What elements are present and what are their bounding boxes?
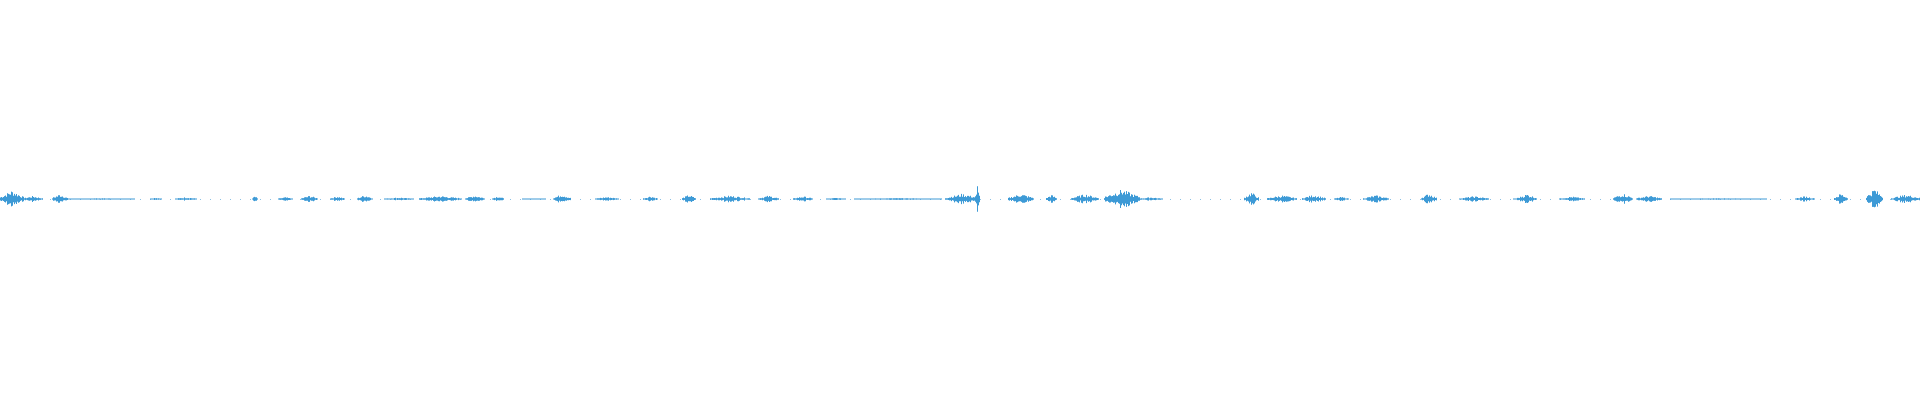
waveform-burst-path <box>1559 196 1585 202</box>
waveform-burst-path <box>1517 195 1537 203</box>
waveform-burst-path <box>1071 194 1099 204</box>
waveform-burst-path <box>1636 196 1662 202</box>
waveform-burst-path <box>854 198 942 200</box>
waveform-burst <box>330 197 345 201</box>
waveform-burst <box>1267 195 1297 203</box>
waveform-burst-path <box>710 195 750 203</box>
waveform-burst-path <box>492 197 504 201</box>
waveform-burst-path <box>1459 196 1489 202</box>
waveform-burst <box>1363 195 1389 203</box>
waveform-burst-path <box>52 195 68 203</box>
waveform-burst <box>826 198 846 200</box>
waveform-burst <box>682 195 696 203</box>
waveform-burst <box>1636 196 1662 202</box>
waveform-burst-path <box>553 195 571 203</box>
waveform-burst <box>150 198 162 200</box>
waveform-burst-path <box>357 196 373 202</box>
waveform-burst-path <box>150 198 162 200</box>
waveform-burst <box>1670 198 1767 200</box>
waveform-burst-path <box>23 196 43 202</box>
waveform-burst-path <box>0 191 24 207</box>
waveform-burst-path <box>301 196 318 202</box>
waveform-burst <box>492 197 504 201</box>
waveform-burst-path <box>1670 198 1767 200</box>
waveform-burst-path <box>826 198 846 200</box>
waveform-burst-path <box>175 197 197 201</box>
waveform-burst-path <box>595 197 619 201</box>
waveform-burst-path <box>384 197 414 201</box>
waveform-burst <box>357 196 373 202</box>
waveform-burst <box>419 196 462 202</box>
waveform-burst-path <box>975 186 980 212</box>
waveform-burst <box>1334 197 1349 201</box>
waveform-burst <box>1139 197 1163 201</box>
waveform-burst-path <box>1046 195 1057 203</box>
waveform-layer <box>0 186 1920 212</box>
waveform-burst <box>1834 194 1848 204</box>
waveform-burst-path <box>1421 194 1437 204</box>
waveform-burst-path <box>1363 195 1389 203</box>
waveform-burst <box>1517 195 1537 203</box>
waveform-burst <box>175 197 197 201</box>
waveform-burst <box>278 197 293 201</box>
waveform-burst <box>854 198 942 200</box>
waveform-burst-path <box>1267 195 1297 203</box>
waveform-burst <box>595 197 619 201</box>
waveform-burst <box>1421 194 1437 204</box>
waveform-burst <box>710 195 750 203</box>
waveform-burst-path <box>67 198 135 200</box>
waveform-burst-path <box>419 196 462 202</box>
waveform-burst-path <box>682 195 696 203</box>
waveform-burst-path <box>1008 195 1034 203</box>
waveform-burst <box>384 197 414 201</box>
waveform-burst <box>252 196 258 202</box>
waveform-burst <box>793 196 813 202</box>
waveform-burst-path <box>1613 194 1633 204</box>
waveform-burst <box>1795 196 1815 202</box>
waveform-burst-path <box>1244 193 1259 205</box>
waveform-burst <box>758 195 779 203</box>
waveform-burst <box>67 198 135 200</box>
waveform-burst-path <box>758 195 779 203</box>
waveform-burst-path <box>1891 195 1920 203</box>
waveform-burst <box>23 196 43 202</box>
waveform-burst-path <box>522 198 546 200</box>
waveform-burst-path <box>1139 197 1163 201</box>
waveform-burst-path <box>330 197 345 201</box>
waveform-burst <box>1613 194 1633 204</box>
waveform-burst-path <box>1866 190 1883 208</box>
waveform-burst <box>553 195 571 203</box>
waveform-burst-path <box>1104 190 1140 208</box>
waveform-burst-path <box>1302 195 1326 203</box>
waveform-burst <box>975 186 980 212</box>
waveform-burst <box>1244 193 1259 205</box>
waveform-burst <box>52 195 68 203</box>
waveform-burst-path <box>252 196 258 202</box>
waveform-burst <box>1008 195 1034 203</box>
waveform-burst <box>301 196 318 202</box>
waveform-burst <box>1559 196 1585 202</box>
waveform-burst <box>465 196 485 202</box>
waveform-burst <box>0 191 24 207</box>
waveform-burst <box>643 196 658 202</box>
waveform-burst <box>1104 190 1140 208</box>
waveform-burst <box>522 198 546 200</box>
waveform-burst-path <box>1795 196 1815 202</box>
waveform-burst-path <box>1834 194 1848 204</box>
waveform-burst <box>1459 196 1489 202</box>
waveform-burst-path <box>465 196 485 202</box>
waveform-burst <box>1046 195 1057 203</box>
waveform-burst-path <box>278 197 293 201</box>
waveform-burst-path <box>793 196 813 202</box>
waveform-burst <box>1302 195 1326 203</box>
waveform-burst-path <box>643 196 658 202</box>
waveform-burst-path <box>1334 197 1349 201</box>
waveform-burst <box>1891 195 1920 203</box>
waveform-burst <box>1866 190 1883 208</box>
waveform-burst <box>1071 194 1099 204</box>
